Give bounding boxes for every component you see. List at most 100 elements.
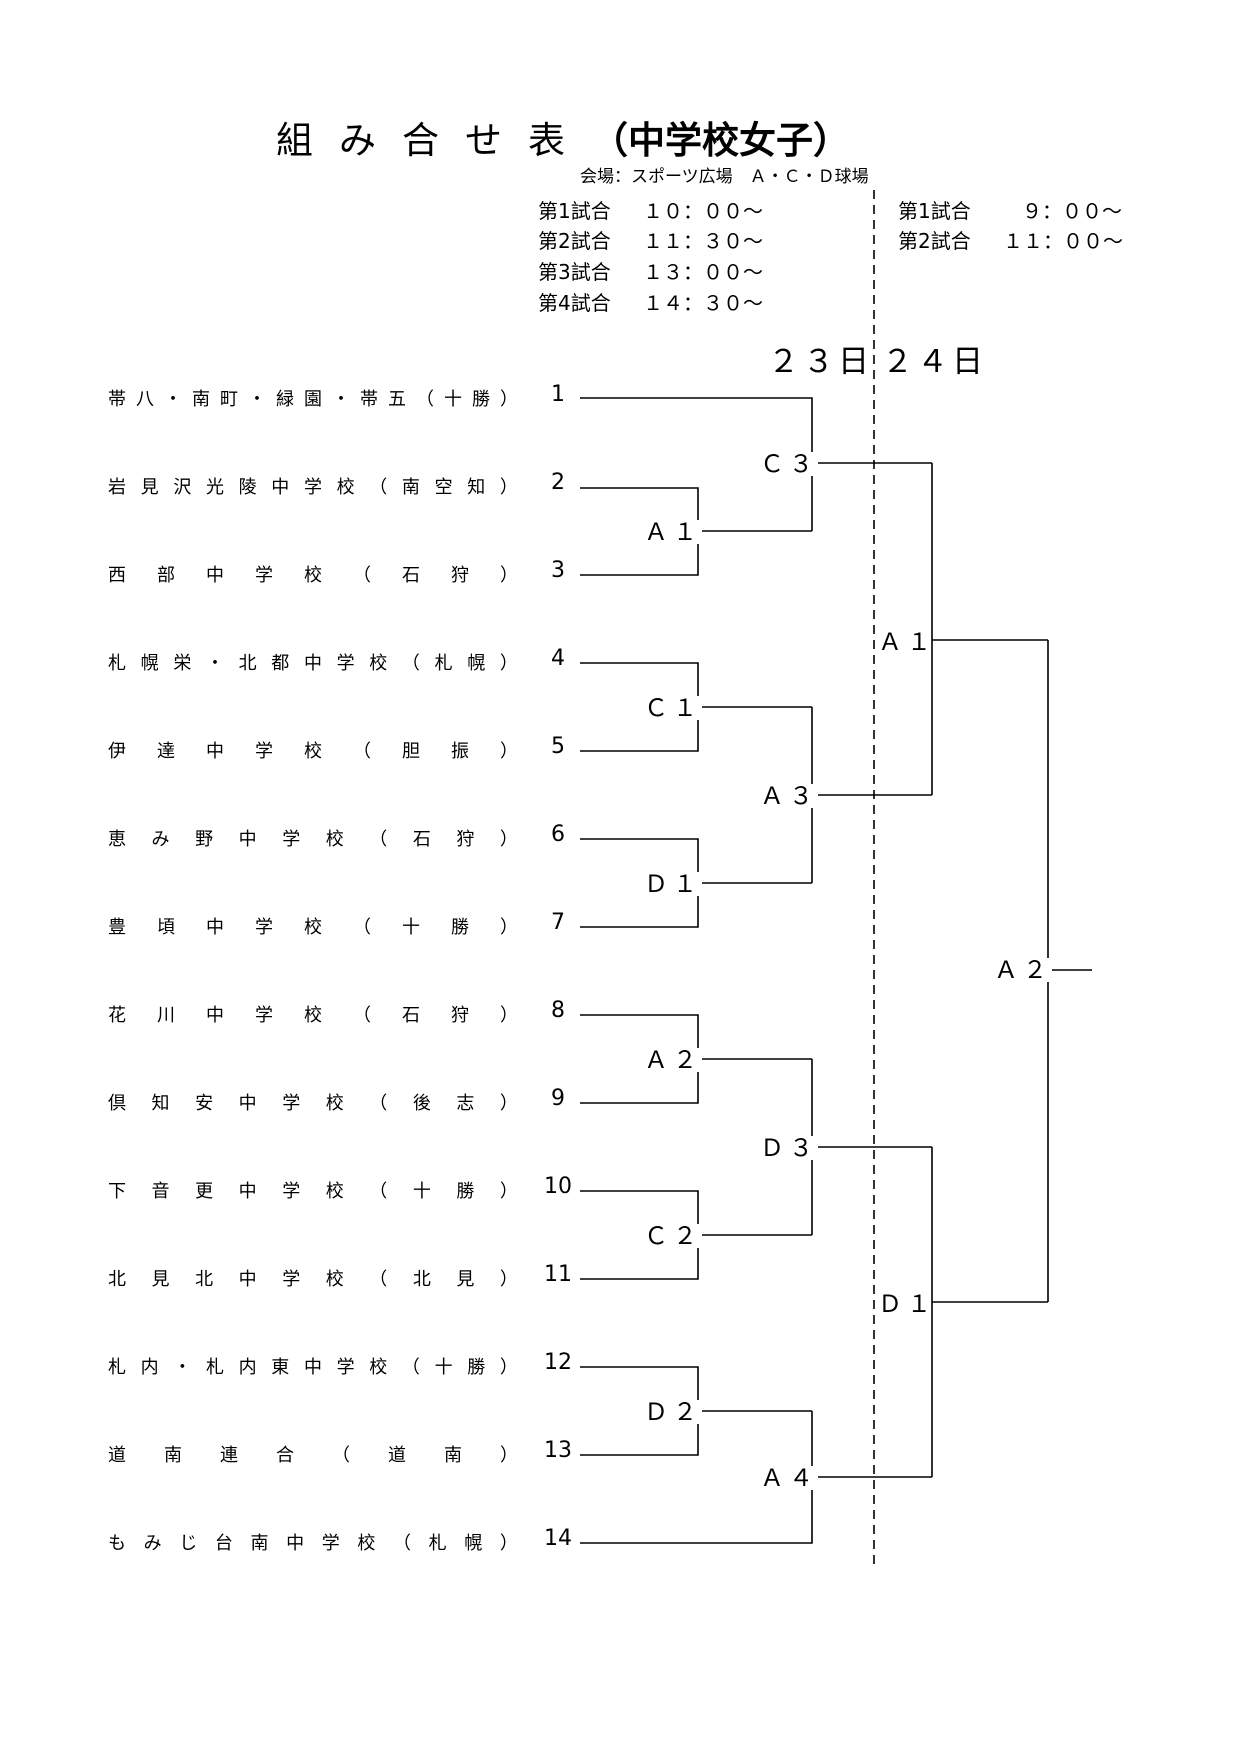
- team-char: 幌: [467, 653, 486, 674]
- team-char: 連: [220, 1445, 238, 1466]
- team-char: 南: [401, 477, 420, 498]
- team-char: 幌: [140, 653, 159, 674]
- team-char: 石: [412, 829, 431, 850]
- team-char: 光: [205, 477, 224, 498]
- team-char: 道: [388, 1445, 406, 1466]
- team-char: 札: [434, 653, 453, 674]
- team-char: ・: [173, 1357, 192, 1378]
- team-char: ・: [248, 389, 266, 410]
- team-char: 中: [206, 1005, 224, 1026]
- team-char: ）: [499, 1357, 518, 1378]
- team-number-7: 7: [551, 910, 565, 935]
- team-char: も: [108, 1533, 126, 1554]
- schedule-label: 第3試合: [538, 260, 611, 284]
- team-char: （: [369, 1093, 388, 1114]
- team-char: 中: [206, 917, 224, 938]
- team-char: 学: [282, 1181, 301, 1202]
- team-char: 狩: [456, 829, 475, 850]
- match-label-r2-c3: Ｃ３: [760, 450, 818, 478]
- team-char: 台: [214, 1533, 233, 1554]
- team-char: 北: [108, 1269, 126, 1290]
- team-char: 学: [336, 653, 355, 674]
- team-char: 学: [303, 477, 322, 498]
- team-char: 部: [157, 565, 175, 586]
- team-char: 豊: [108, 917, 126, 938]
- title-char: せ: [465, 119, 528, 162]
- team-name-8: 花川中学校（石狩）: [108, 1001, 518, 1027]
- team-char: 音: [151, 1181, 170, 1202]
- team-char: 伊: [108, 741, 126, 762]
- team-number-10: 10: [544, 1174, 572, 1199]
- team-char: 南: [164, 1445, 182, 1466]
- team-char: 校: [325, 1181, 344, 1202]
- team-char: 学: [282, 829, 301, 850]
- schedule-label: 第4試合: [538, 291, 611, 315]
- team-char: 安: [195, 1093, 214, 1114]
- team-char: 陵: [238, 477, 257, 498]
- team-char: 勝: [451, 917, 469, 938]
- team-char: 沢: [173, 477, 192, 498]
- team-char: 達: [157, 741, 175, 762]
- team-char: 園: [304, 389, 322, 410]
- schedule-label: 第2試合: [538, 229, 611, 253]
- bracket-line-final: [1047, 640, 1092, 1302]
- team-char: 八: [136, 389, 154, 410]
- team-char: ）: [500, 565, 518, 586]
- team-char: 栄: [173, 653, 192, 674]
- title-char: み: [339, 119, 402, 162]
- team-char: 狩: [451, 565, 469, 586]
- bracket-line-d3: [811, 1059, 932, 1235]
- team-char: 知: [467, 477, 486, 498]
- team-char: （: [416, 389, 434, 410]
- team-number-12: 12: [544, 1350, 572, 1375]
- bracket-line-r3-a1: [931, 463, 1048, 795]
- team-number-2: 2: [551, 470, 565, 495]
- team-name-6: 恵み野中学校（石狩）: [108, 825, 518, 851]
- team-char: 十: [444, 389, 462, 410]
- match-label-r2-a3: Ａ３: [760, 782, 818, 810]
- team-char: 野: [195, 829, 214, 850]
- team-char: 倶: [108, 1093, 126, 1114]
- day1-header: ２３日: [768, 344, 873, 380]
- team-char: ・: [332, 389, 350, 410]
- match-label-r2-d3: Ｄ３: [760, 1134, 818, 1162]
- schedule-time: １３：００～: [643, 260, 763, 284]
- schedule-time: １４：３０～: [643, 291, 763, 315]
- team-char: 南: [192, 389, 210, 410]
- team-char: 学: [255, 565, 273, 586]
- team-char: （: [353, 1005, 371, 1026]
- team-char: 石: [402, 1005, 420, 1026]
- title-subtitle: （中学校女子）: [591, 119, 850, 162]
- team-char: 十: [434, 1357, 453, 1378]
- team-char: （: [369, 829, 388, 850]
- team-char: 石: [402, 565, 420, 586]
- schedule-time: １１：００～: [1003, 229, 1123, 253]
- team-char: 振: [451, 741, 469, 762]
- team-name-13: 道南連合（道南）: [108, 1441, 518, 1467]
- team-number-1: 1: [551, 382, 565, 407]
- team-char: ）: [500, 1445, 518, 1466]
- match-label-r1-a1: Ａ１: [644, 518, 702, 546]
- team-char: 更: [195, 1181, 214, 1202]
- team-char: 内: [238, 1357, 257, 1378]
- team-char: 志: [456, 1093, 475, 1114]
- team-char: 中: [238, 1181, 257, 1202]
- team-name-4: 札幌栄・北都中学校（札幌）: [108, 649, 518, 675]
- team-char: （: [401, 1357, 420, 1378]
- team-char: 北: [238, 653, 257, 674]
- match-label-r1-d2: Ｄ２: [644, 1398, 702, 1426]
- team-char: 内: [140, 1357, 159, 1378]
- team-char: 校: [336, 477, 355, 498]
- team-char: 校: [369, 653, 388, 674]
- team-char: 空: [434, 477, 453, 498]
- team-char: 中: [206, 741, 224, 762]
- schedule-day1-row-3: 第3試合 １３：００～: [538, 256, 763, 285]
- team-char: 合: [276, 1445, 294, 1466]
- team-char: 学: [336, 1357, 355, 1378]
- team-char: 学: [282, 1269, 301, 1290]
- team-char: 校: [304, 565, 322, 586]
